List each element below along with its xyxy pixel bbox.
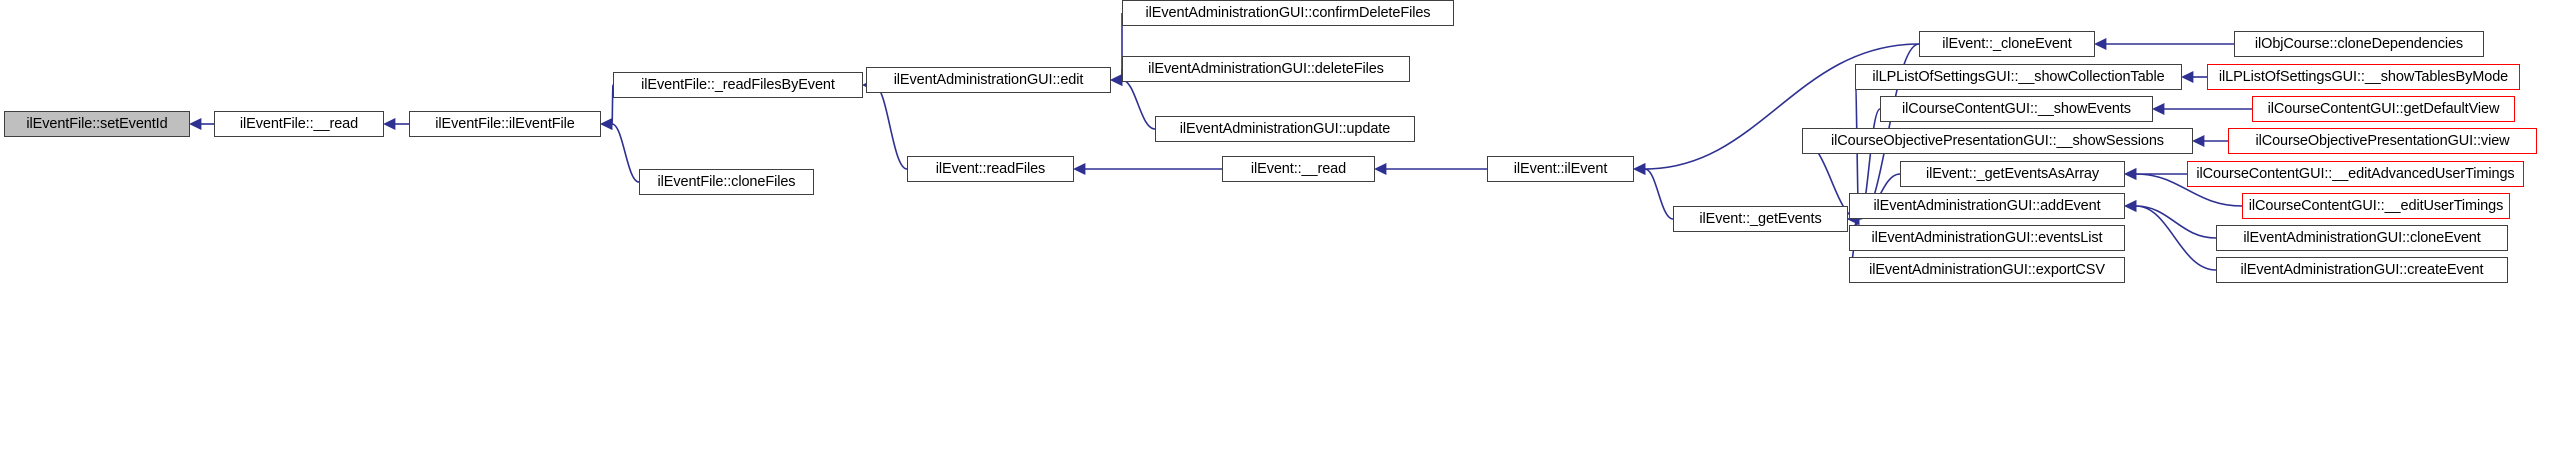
graph-node-getDefaultView[interactable]: ilCourseContentGUI::getDefaultView	[2252, 96, 2515, 122]
graph-node-eventsList[interactable]: ilEventAdministrationGUI::eventsList	[1849, 225, 2125, 251]
graph-edge	[1110, 13, 1123, 87]
graph-node-label: ilEventAdministrationGUI::edit	[893, 71, 1084, 88]
graph-node-label: ilEventAdministrationGUI::eventsList	[1871, 229, 2103, 246]
graph-edge	[2192, 134, 2228, 148]
graph-node-label: ilCourseContentGUI::__showEvents	[1902, 100, 2131, 117]
graph-node-label: ilEvent::readFiles	[935, 160, 1046, 177]
graph-node-label: ilLPListOfSettingsGUI::__showCollectionT…	[1872, 68, 2165, 85]
graph-node-label: ilCourseContentGUI::__editUserTimings	[2248, 197, 2504, 214]
graph-node-label: ilEventFile::setEventId	[26, 115, 168, 132]
graph-node-label: ilLPListOfSettingsGUI::__showTablesByMod…	[2218, 68, 2509, 85]
graph-node-showEvents[interactable]: ilCourseContentGUI::__showEvents	[1880, 96, 2153, 122]
graph-node-label: ilEvent::_getEventsAsArray	[1925, 165, 2100, 182]
graph-node-showCollectionTable[interactable]: ilLPListOfSettingsGUI::__showCollectionT…	[1855, 64, 2182, 90]
graph-node-label: ilEventFile::_readFilesByEvent	[641, 76, 835, 93]
graph-edge	[2181, 70, 2207, 84]
graph-node-showTablesByMode[interactable]: ilLPListOfSettingsGUI::__showTablesByMod…	[2207, 64, 2520, 90]
graph-node-label: ilEvent::_cloneEvent	[1942, 35, 2072, 52]
graph-node-cloneEvent[interactable]: ilEvent::_cloneEvent	[1919, 31, 2095, 57]
graph-node-cloneFiles[interactable]: ilEventFile::cloneFiles	[639, 169, 814, 195]
graph-node-label: ilObjCourse::cloneDependencies	[2254, 35, 2464, 52]
graph-node-getEvents[interactable]: ilEvent::_getEvents	[1673, 206, 1848, 232]
graph-edge	[383, 117, 409, 131]
graph-node-label: ilEventAdministrationGUI::exportCSV	[1869, 261, 2105, 278]
graph-node-label: ilEventAdministrationGUI::deleteFiles	[1148, 60, 1384, 77]
graph-edge	[2152, 102, 2252, 116]
graph-node-label: ilCourseObjectivePresentationGUI::view	[2255, 132, 2510, 149]
graph-node-label: ilCourseContentGUI::__editAdvancedUserTi…	[2196, 165, 2515, 182]
graph-node-label: ilEventAdministrationGUI::addEvent	[1873, 197, 2101, 214]
graph-node-label: ilEvent::ilEvent	[1513, 160, 1608, 177]
graph-node-label: ilEventFile::__read	[239, 115, 359, 132]
graph-edge	[2094, 37, 2234, 51]
graph-node-readFiles[interactable]: ilEvent::readFiles	[907, 156, 1074, 182]
graph-node-exportCSV[interactable]: ilEventAdministrationGUI::exportCSV	[1849, 257, 2125, 283]
graph-edge	[2124, 167, 2187, 181]
graph-node-adminCloneEvent[interactable]: ilEventAdministrationGUI::cloneEvent	[2216, 225, 2508, 251]
graph-edge	[189, 117, 214, 131]
graph-edge	[1633, 162, 1674, 220]
graph-node-file_read[interactable]: ilEventFile::__read	[214, 111, 384, 137]
graph-node-label: ilEventAdministrationGUI::createEvent	[2240, 261, 2484, 278]
graph-node-label: ilEventAdministrationGUI::confirmDeleteF…	[1145, 4, 1431, 21]
graph-node-deleteFiles[interactable]: ilEventAdministrationGUI::deleteFiles	[1122, 56, 1410, 82]
graph-edge	[600, 117, 640, 183]
graph-edge	[1374, 162, 1487, 176]
graph-edge	[2124, 199, 2217, 239]
graph-node-objectiveView[interactable]: ilCourseObjectivePresentationGUI::view	[2228, 128, 2537, 154]
graph-node-label: ilEventAdministrationGUI::cloneEvent	[2243, 229, 2481, 246]
graph-node-update[interactable]: ilEventAdministrationGUI::update	[1155, 116, 1415, 142]
graph-edge	[1110, 69, 1123, 87]
graph-node-label: ilEventFile::cloneFiles	[657, 173, 796, 190]
graph-node-admin_edit[interactable]: ilEventAdministrationGUI::edit	[866, 67, 1111, 93]
graph-node-editAdvancedTimings[interactable]: ilCourseContentGUI::__editAdvancedUserTi…	[2187, 161, 2524, 187]
graph-edge	[1110, 73, 1156, 130]
graph-edge	[600, 84, 614, 131]
graph-edge	[1073, 162, 1222, 176]
graph-node-showSessions[interactable]: ilCourseObjectivePresentationGUI::__show…	[1802, 128, 2193, 154]
graph-edge	[862, 78, 908, 170]
graph-node-label: ilCourseContentGUI::getDefaultView	[2267, 100, 2500, 117]
graph-node-event_ctor[interactable]: ilEvent::ilEvent	[1487, 156, 1634, 182]
graph-node-editUserTimings[interactable]: ilCourseContentGUI::__editUserTimings	[2242, 193, 2510, 219]
graph-node-readFilesByEvent[interactable]: ilEventFile::_readFilesByEvent	[613, 72, 863, 98]
graph-node-label: ilEventFile::ilEventFile	[435, 115, 575, 132]
graph-edge	[2124, 199, 2217, 271]
graph-node-confirmDeleteFiles[interactable]: ilEventAdministrationGUI::confirmDeleteF…	[1122, 0, 1454, 26]
graph-node-file_ctor[interactable]: ilEventFile::ilEventFile	[409, 111, 601, 137]
graph-node-label: ilCourseObjectivePresentationGUI::__show…	[1831, 132, 2164, 149]
graph-node-label: ilEvent::_getEvents	[1699, 210, 1822, 227]
graph-node-addEvent[interactable]: ilEventAdministrationGUI::addEvent	[1849, 193, 2125, 219]
graph-node-getEventsAsArray[interactable]: ilEvent::_getEventsAsArray	[1900, 161, 2125, 187]
graph-node-label: ilEvent::__read	[1250, 160, 1347, 177]
graph-node-event_read[interactable]: ilEvent::__read	[1222, 156, 1375, 182]
graph-node-adminCreateEvent[interactable]: ilEventAdministrationGUI::createEvent	[2216, 257, 2508, 283]
graph-node-setEventId[interactable]: ilEventFile::setEventId	[4, 111, 190, 137]
graph-node-cloneDependencies[interactable]: ilObjCourse::cloneDependencies	[2234, 31, 2484, 57]
graph-node-label: ilEventAdministrationGUI::update	[1179, 120, 1391, 137]
